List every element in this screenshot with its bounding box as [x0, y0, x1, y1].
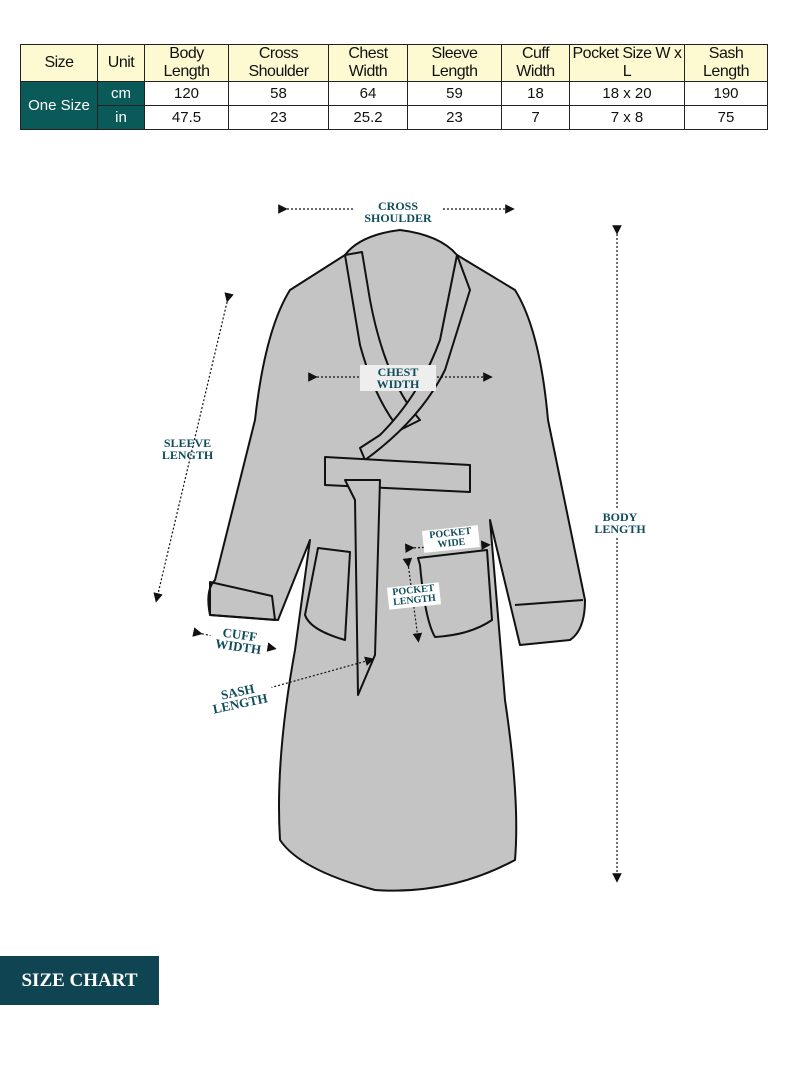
- unit-cell: in: [97, 105, 145, 130]
- left-cuff: [209, 581, 276, 621]
- size-chart-badge: SIZE CHART: [0, 956, 159, 1005]
- right-cuff: [514, 599, 584, 606]
- value-cell: 7: [501, 105, 570, 130]
- chest-width-label: CHEST WIDTH: [360, 365, 436, 391]
- header-cell: Pocket Size W x L: [569, 44, 685, 82]
- sleeve-length-label: SLEEVE LENGTH: [161, 436, 214, 462]
- header-cell: Cross Shoulder: [228, 44, 329, 82]
- value-cell: 18 x 20: [569, 81, 685, 106]
- header-cell: Chest Width: [328, 44, 408, 82]
- robe-body: [207, 229, 586, 892]
- header-cell: Sleeve Length: [407, 44, 502, 82]
- value-cell: 120: [144, 81, 229, 106]
- header-row: Size Unit Body Length Cross Shoulder Che…: [20, 44, 768, 82]
- value-cell: 7 x 8: [569, 105, 685, 130]
- sleeve-length-arrow: [153, 292, 234, 603]
- table-row: in 47.5 23 25.2 23 7 7 x 8 75: [21, 105, 768, 130]
- value-cell: 64: [328, 81, 408, 106]
- value-cell: 47.5: [144, 105, 229, 130]
- unit-cell: cm: [97, 81, 145, 106]
- pocket-wide-arrow: [405, 540, 491, 553]
- header-cell: Sash Length: [684, 44, 768, 82]
- header-cell: Cuff Width: [501, 44, 570, 82]
- value-cell: 75: [684, 105, 768, 130]
- value-cell: 58: [228, 81, 329, 106]
- cross-shoulder-label: CROSS SHOULDER: [355, 199, 441, 225]
- value-cell: 23: [228, 105, 329, 130]
- body-length-label: BODY LENGTH: [585, 510, 655, 536]
- sash: [344, 479, 381, 696]
- header-cell: Size: [20, 44, 98, 82]
- value-cell: 59: [407, 81, 502, 106]
- left-pocket: [304, 547, 351, 641]
- value-cell: 25.2: [328, 105, 408, 130]
- size-table: Size Unit Body Length Cross Shoulder Che…: [20, 44, 768, 130]
- table-row: One Size cm 120 58 64 59 18 18 x 20 190: [20, 81, 768, 130]
